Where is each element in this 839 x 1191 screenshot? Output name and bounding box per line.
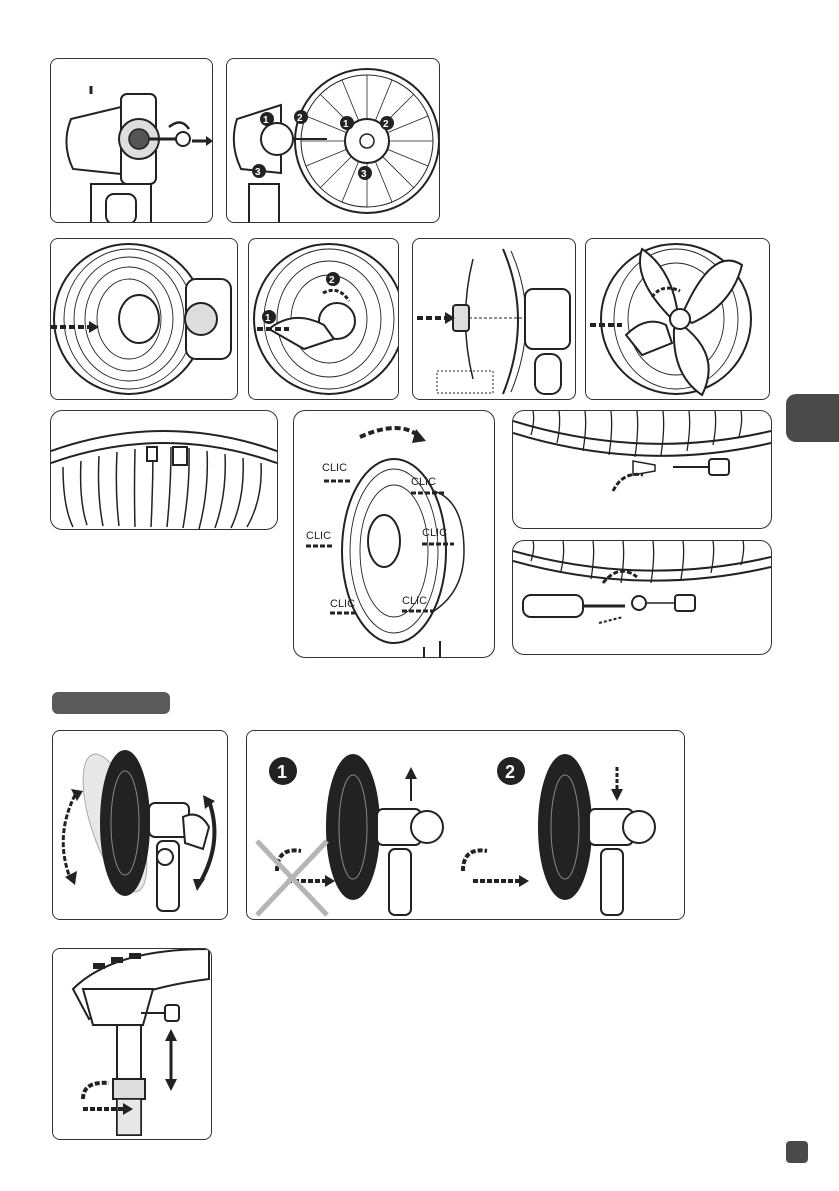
side-tab: [786, 394, 839, 442]
svg-text:3: 3: [361, 169, 367, 180]
panel-clip-front-grille: CLIC CLIC CLIC CLIC CLIC CLIC: [293, 410, 495, 658]
oscillation-step-one: 1: [257, 755, 443, 915]
panel-lock-grille-ring: 1 2: [248, 238, 399, 400]
illustration-oscillation: 1 2: [247, 731, 684, 919]
panel-remove-rear-nut: [50, 58, 213, 223]
panel-tilt-head: [52, 730, 228, 920]
panel-grille-clips-detail: [50, 410, 278, 530]
svg-text:2: 2: [329, 275, 335, 286]
svg-text:2: 2: [383, 119, 389, 130]
oscillation-step-two: 2: [463, 755, 655, 915]
svg-text:1: 1: [263, 115, 269, 126]
illustration-lock-ring: 1 2: [249, 239, 398, 399]
illustration-fit-blade: [413, 239, 575, 399]
svg-text:CLIC: CLIC: [330, 598, 355, 610]
illustration-grille-screw: [513, 411, 771, 528]
illustration-grille-clips: [51, 411, 277, 529]
illustration-tilt-head: [53, 731, 227, 919]
panel-height-adjustment: [52, 948, 212, 1140]
page-marker: [786, 1141, 808, 1163]
panel-oscillation-pin: 1 2: [246, 730, 685, 920]
panel-insert-grille-screw: [512, 410, 772, 529]
panel-tighten-blade-cap: [585, 238, 770, 400]
svg-text:CLIC: CLIC: [422, 527, 447, 539]
panel-rear-grille-alignment: 1 2 3 1 2 3: [226, 58, 440, 223]
panel-mount-rear-grille: [50, 238, 238, 400]
svg-text:3: 3: [255, 167, 261, 178]
illustration-height-adjust: [53, 949, 211, 1139]
svg-text:1: 1: [277, 762, 287, 782]
illustration-clip-front-grille: CLIC CLIC CLIC CLIC CLIC CLIC: [294, 411, 494, 657]
illustration-screwdriver: [513, 541, 771, 654]
svg-text:1: 1: [343, 119, 349, 130]
svg-text:CLIC: CLIC: [411, 476, 436, 488]
svg-text:2: 2: [505, 762, 515, 782]
svg-text:2: 2: [297, 113, 303, 124]
svg-text:CLIC: CLIC: [322, 462, 347, 474]
illustration-rear-grille: 1 2 3 1 2 3: [227, 59, 439, 222]
illustration-blade-cap: [586, 239, 769, 399]
panel-screw-with-screwdriver: [512, 540, 772, 655]
svg-text:1: 1: [265, 313, 271, 324]
svg-text:CLIC: CLIC: [402, 595, 427, 607]
section-tab: [52, 692, 170, 714]
illustration-mount-grille: [51, 239, 237, 399]
panel-fit-blade: [412, 238, 576, 400]
illustration-rear-nut: [51, 59, 212, 222]
svg-text:CLIC: CLIC: [306, 530, 331, 542]
